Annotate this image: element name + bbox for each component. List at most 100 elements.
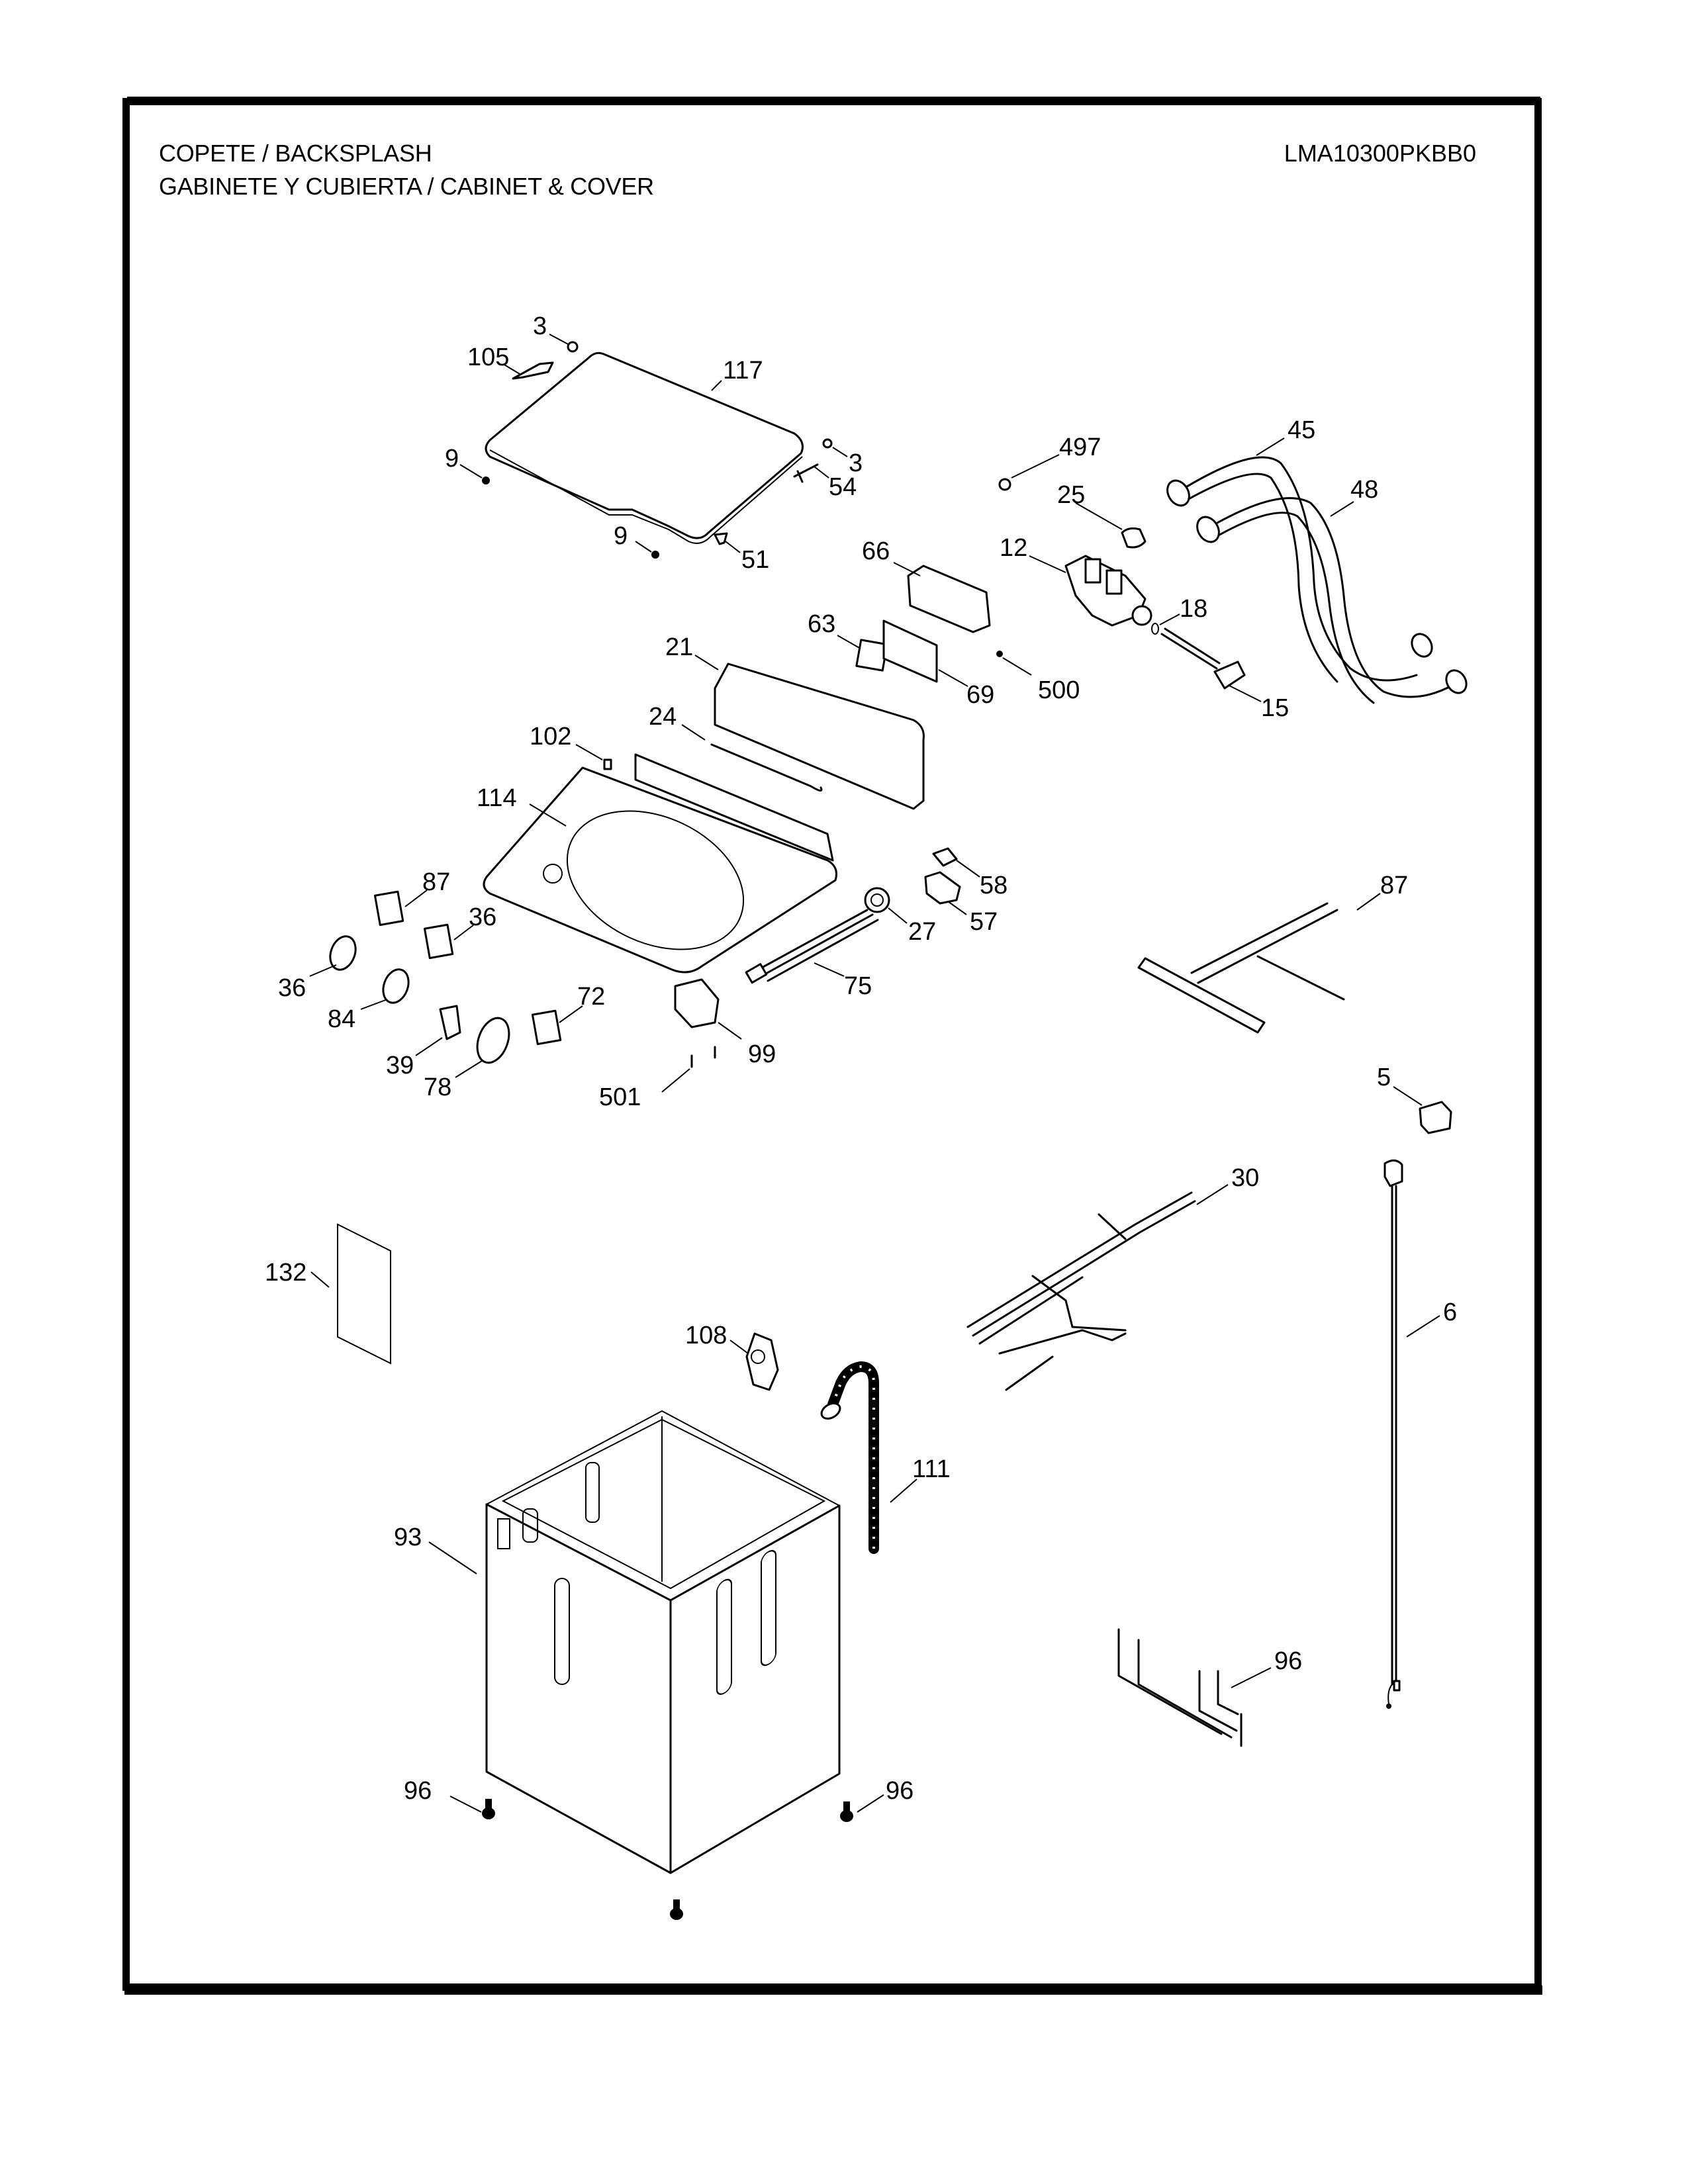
part-51-lid-strike[interactable]: 51: [714, 532, 769, 574]
part-label: 87: [422, 868, 450, 896]
part-label: 84: [328, 1005, 355, 1033]
part-label: 102: [530, 723, 571, 751]
part-label: 108: [685, 1322, 727, 1349]
part-21-backsplash[interactable]: 21: [665, 633, 925, 810]
part-label: 96: [1274, 1647, 1302, 1675]
part-label: 3: [533, 312, 547, 340]
part-36-knob-lower[interactable]: 84: [328, 966, 413, 1033]
part-58-lid-switch[interactable]: 58: [932, 847, 1008, 899]
part-label: 54: [829, 473, 857, 501]
part-69-control-board[interactable]: 69: [882, 619, 994, 709]
part-label: 48: [1350, 476, 1378, 504]
part-48-inlet-hose[interactable]: 48: [1193, 476, 1470, 704]
part-9-bumper-bottom[interactable]: 9: [614, 522, 659, 559]
part-label: 3: [849, 449, 863, 477]
part-75-wire-harness[interactable]: 87: [1137, 872, 1408, 1034]
part-label: 500: [1038, 676, 1080, 704]
part-45-inlet-hose[interactable]: 45: [1163, 416, 1436, 683]
part-501-screw[interactable]: 501: [599, 1046, 716, 1111]
part-6-power-cord[interactable]: 6: [1383, 1160, 1457, 1709]
part-132-wiring-diagram[interactable]: 132: [265, 1223, 391, 1365]
part-label: 69: [966, 681, 994, 709]
part-111-drain-hose[interactable]: 111: [819, 1361, 951, 1554]
part-81-wire-harness[interactable]: 96: [1117, 1628, 1302, 1747]
part-label: 21: [665, 633, 693, 661]
part-label: 63: [808, 610, 835, 638]
part-label: 105: [467, 343, 509, 371]
part-36-knob-upper[interactable]: 36: [278, 933, 360, 1002]
part-114-top-cover[interactable]: 114: [477, 753, 837, 976]
part-label: 111: [912, 1455, 951, 1483]
part-102-plug[interactable]: 102: [530, 723, 612, 770]
part-93-cabinet[interactable]: 93: [394, 1410, 841, 1874]
frame-bottom-edge: [124, 1985, 1542, 1995]
part-label: 114: [477, 784, 517, 812]
part-96-leveling-leg-right[interactable]: 96: [840, 1777, 914, 1822]
part-5-strain-relief[interactable]: 5: [1377, 1064, 1452, 1134]
part-label: 30: [1231, 1164, 1259, 1192]
part-39-timer-knob[interactable]: 78: [424, 1014, 515, 1101]
part-105-lid-hinge[interactable]: 105: [467, 343, 554, 380]
part-497-screw[interactable]: 497: [998, 433, 1101, 491]
part-63-connector[interactable]: 63: [808, 610, 888, 672]
part-label: 39: [386, 1052, 414, 1079]
part-label: 72: [577, 983, 605, 1011]
part-label: 45: [1288, 416, 1315, 444]
part-117-lid[interactable]: 117: [485, 351, 804, 544]
part-3-screw-top[interactable]: 3: [533, 312, 579, 353]
part-label: 25: [1057, 481, 1085, 509]
part-3-screw-right[interactable]: 3: [822, 438, 863, 477]
part-label: 501: [599, 1083, 641, 1111]
section-subtitle: GABINETE Y CUBIERTA / CABINET & COVER: [159, 173, 654, 200]
part-label: 27: [908, 918, 936, 946]
part-label: 497: [1059, 433, 1101, 461]
part-label: 9: [445, 445, 459, 473]
part-label: 87: [1380, 872, 1408, 899]
part-label: 57: [970, 908, 998, 936]
part-87-rotary-switch-lower[interactable]: 36: [423, 903, 496, 960]
part-label: 36: [278, 974, 306, 1002]
part-label: 6: [1443, 1298, 1457, 1326]
part-label: 24: [649, 703, 677, 731]
part-label: 96: [886, 1777, 914, 1805]
part-99-timer[interactable]: 99: [674, 978, 776, 1068]
part-18-washer[interactable]: 18: [1151, 595, 1207, 635]
part-label: 132: [265, 1259, 306, 1287]
part-87-rotary-switch-upper[interactable]: 87: [373, 868, 450, 927]
part-12-water-inlet-valve[interactable]: 12: [1000, 534, 1152, 627]
part-label: 9: [614, 522, 628, 550]
part-84-rotary-switch[interactable]: 72: [531, 983, 605, 1046]
part-30-main-harness[interactable]: 30: [966, 1164, 1259, 1391]
part-9-bumper-left[interactable]: 9: [445, 445, 490, 484]
part-label: 96: [404, 1777, 432, 1805]
part-108-drain-hose-bracket[interactable]: 108: [685, 1322, 779, 1391]
part-label: 51: [741, 546, 769, 574]
part-24-pressure-tube[interactable]: 24: [649, 703, 823, 792]
part-label: 5: [1377, 1064, 1391, 1091]
part-96-leveling-leg-left[interactable]: 96: [404, 1777, 495, 1819]
part-label: 18: [1180, 595, 1207, 623]
part-label: 15: [1261, 694, 1289, 722]
part-label: 58: [980, 872, 1008, 899]
part-54-hinge-pin[interactable]: 54: [793, 463, 857, 501]
part-label: 66: [862, 537, 890, 565]
part-25-hose-clamp[interactable]: 25: [1057, 481, 1147, 549]
part-57-switch-bracket[interactable]: 57: [924, 871, 998, 936]
model-number: LMA10300PKBB0: [1284, 140, 1476, 167]
section-title: COPETE / BACKSPLASH: [159, 140, 432, 167]
part-label: 78: [424, 1073, 451, 1101]
leveling-leg-front[interactable]: [670, 1899, 683, 1920]
part-label: 75: [844, 972, 872, 1000]
part-label: 93: [394, 1524, 422, 1551]
part-label: 117: [723, 357, 763, 385]
part-66-board-cover[interactable]: 66: [862, 537, 991, 633]
part-72-led-board[interactable]: 39: [386, 1005, 461, 1079]
part-27-pressure-switch[interactable]: 27: [864, 887, 936, 946]
part-label: 12: [1000, 534, 1027, 562]
part-500-screw[interactable]: 500: [996, 651, 1080, 704]
part-78-wire-harness[interactable]: 75: [745, 909, 879, 1000]
part-label: 36: [469, 903, 496, 931]
part-15-inlet-tube-bracket[interactable]: 15: [1160, 627, 1289, 722]
part-label: 99: [748, 1040, 776, 1068]
